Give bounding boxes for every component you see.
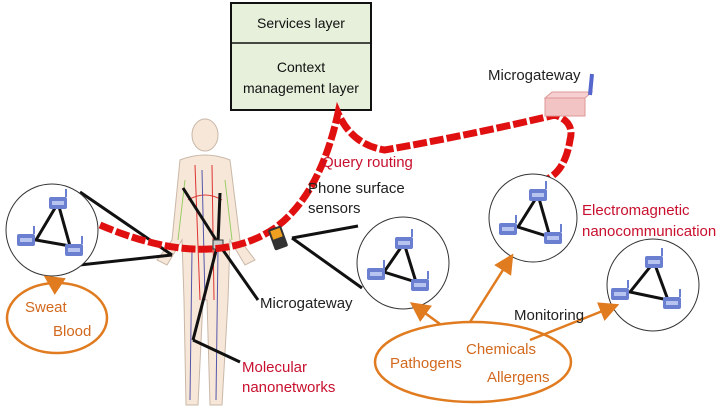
phone-icon bbox=[268, 225, 288, 251]
layer-stack: Services layer Context management layer bbox=[230, 2, 372, 111]
human-body-figure bbox=[156, 118, 256, 406]
label-phone-line1: Phone surface bbox=[308, 180, 405, 197]
source-arrows bbox=[5, 253, 620, 404]
label-monitoring: Monitoring bbox=[514, 307, 584, 324]
source-sweat: Sweat bbox=[25, 299, 68, 316]
microgateway-device-icon bbox=[543, 73, 594, 117]
nanonetwork-monitoring bbox=[606, 238, 700, 332]
label-microgateway-top: Microgateway bbox=[488, 67, 581, 84]
label-em-line2: nanocommunication bbox=[582, 223, 716, 240]
nanonetwork-left bbox=[5, 183, 99, 277]
context-layer-line1: Context bbox=[277, 59, 325, 75]
label-microgateway-body: Microgateway bbox=[260, 295, 353, 312]
label-molecular-line1: Molecular bbox=[242, 359, 307, 376]
source-blood: Blood bbox=[53, 323, 91, 340]
query-routing-path bbox=[98, 101, 575, 253]
source-chemicals: Chemicals bbox=[466, 341, 536, 358]
label-em-line1: Electromagnetic bbox=[582, 202, 690, 219]
nanonetwork-em bbox=[488, 173, 578, 263]
context-layer-line2: management layer bbox=[243, 80, 359, 96]
nanonetwork-phone bbox=[356, 216, 450, 310]
label-query-routing: Query routing bbox=[322, 154, 413, 171]
label-phone-line2: sensors bbox=[308, 200, 361, 217]
source-allergens: Allergens bbox=[487, 369, 550, 386]
source-pathogens: Pathogens bbox=[390, 355, 462, 372]
services-layer: Services layer bbox=[257, 15, 345, 31]
label-molecular-line2: nanonetworks bbox=[242, 379, 335, 396]
